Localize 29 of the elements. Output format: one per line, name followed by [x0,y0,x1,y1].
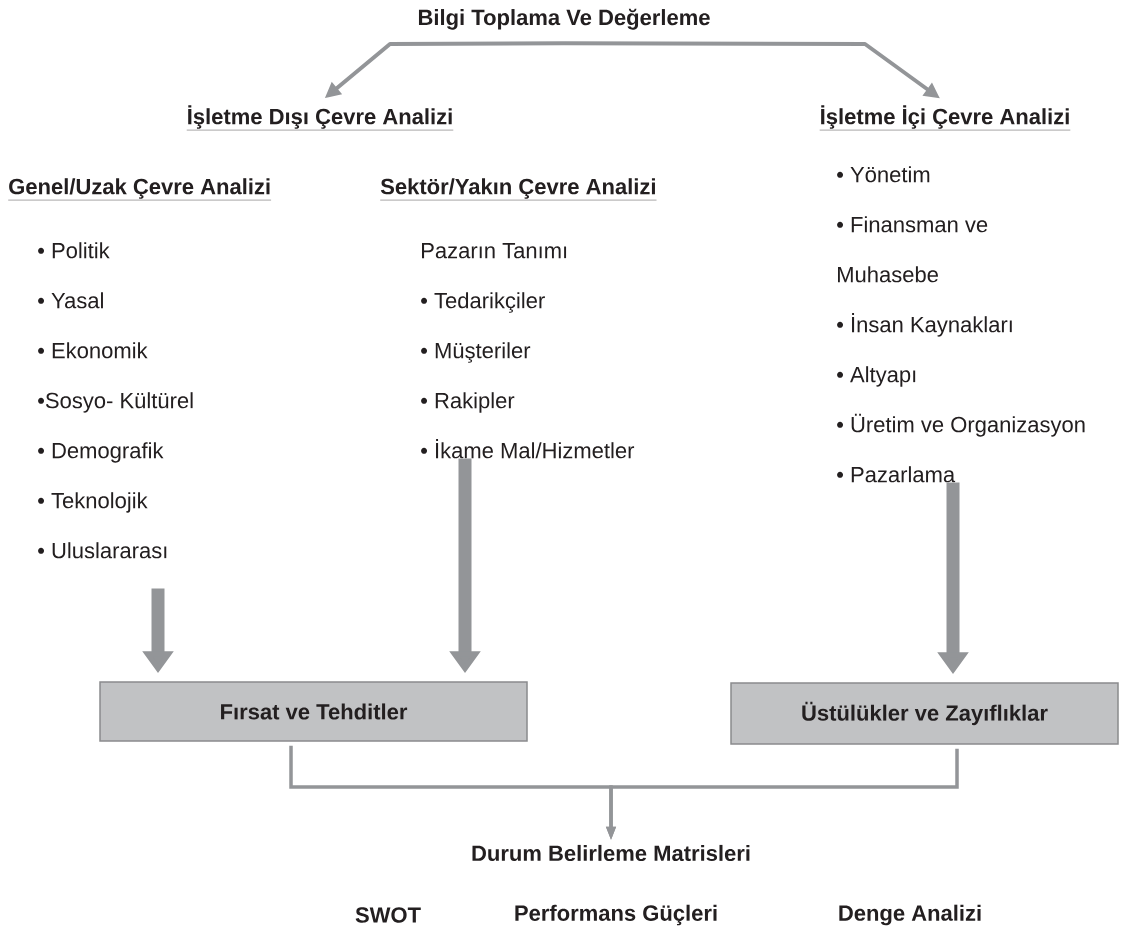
list-item: • Üretim ve Organizasyon [837,413,1085,437]
list-item: • Pazarlama [837,466,956,483]
list-item: • Müşteriler [421,342,531,363]
title: Bilgi Toplama Ve Değerleme [418,8,710,30]
list-item: • İnsan Kaynakları [837,313,1012,337]
list-item: • Yasal [38,292,103,309]
list-item: •Sosyo- Kültürel [38,392,193,413]
list-item: • Finansman ve Muhasebe [837,216,988,283]
list-item: • İkame Mal/Hizmetler [421,439,635,459]
list-item: Pazarın Tanımı [422,243,567,259]
list-item: • Uluslararası [38,542,167,559]
list-item: • Ekonomik [38,342,148,359]
list-item: • Rakipler [421,392,515,413]
list-item: • Altyapı [837,366,916,387]
matrix-name: Performans Güçleri [515,904,717,926]
list-item: • Politik [38,242,110,259]
list-item: • Tedarikçiler [421,292,545,313]
column-heading: Sektör/Yakın Çevre Analizi [380,178,657,201]
result-box: Fırsat ve Tehditler [99,681,528,742]
section-heading: İşletme İçi Çevre Analizi [819,105,1071,131]
section-heading: İşletme Dışı Çevre Analizi [186,105,454,131]
matrix-name: SWOT [355,907,421,923]
matrix-name: Denge Analizi [839,904,981,926]
result-box: Üstülükler ve Zayıflıklar [730,682,1119,745]
list-item: • Demografik [38,442,164,463]
list-item: • Yönetim [837,166,930,183]
list-item: • Teknolojik [38,492,148,513]
result-heading: Durum Belirleme Matrisleri [472,844,750,862]
column-heading: Genel/Uzak Çevre Analizi [8,178,272,201]
